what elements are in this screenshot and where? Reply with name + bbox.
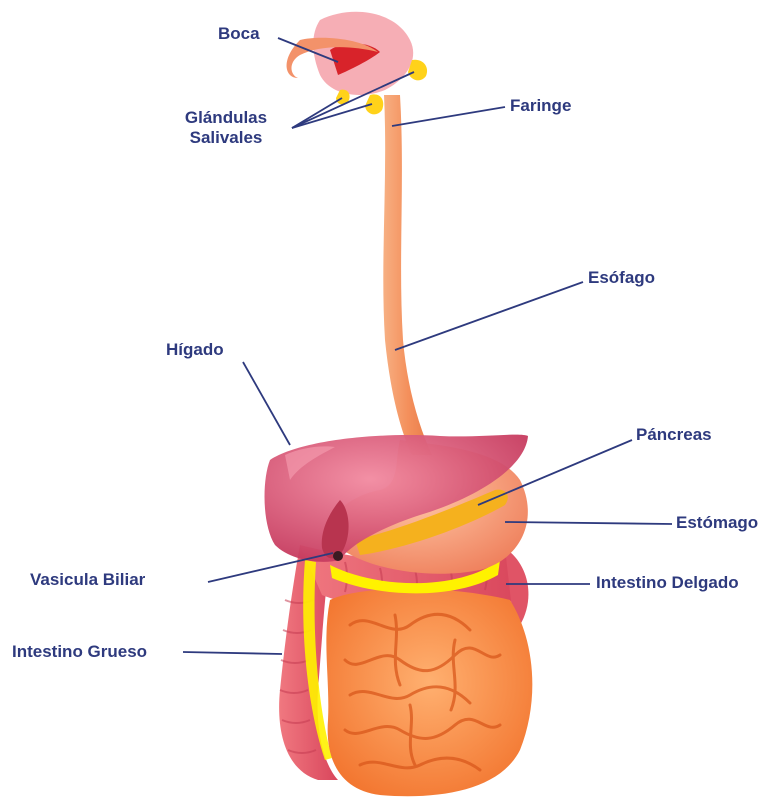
leader-faringe — [392, 107, 505, 126]
label-intestino-grueso: Intestino Grueso — [12, 642, 147, 662]
leader-glandulas-2 — [292, 104, 372, 128]
leader-glandulas-1 — [292, 98, 342, 128]
label-intestino-delgado: Intestino Delgado — [596, 573, 739, 593]
label-higado: Hígado — [166, 340, 224, 360]
label-estomago: Estómago — [676, 513, 758, 533]
leader-intestino-grueso — [183, 652, 282, 654]
label-esofago: Esófago — [588, 268, 655, 288]
label-boca: Boca — [218, 24, 260, 44]
small-intestine-shape — [326, 589, 532, 796]
leader-esofago — [395, 282, 583, 350]
label-glandulas-salivales: Glándulas Salivales — [170, 108, 282, 148]
label-vesicula-biliar: Vasicula Biliar — [30, 570, 145, 590]
mouth-shape — [287, 12, 414, 95]
label-glandulas-line1: Glándulas — [170, 108, 282, 128]
esophagus-shape — [383, 95, 432, 455]
label-glandulas-line2: Salivales — [170, 128, 282, 148]
leader-estomago — [505, 522, 672, 524]
label-pancreas: Páncreas — [636, 425, 712, 445]
label-faringe: Faringe — [510, 96, 571, 116]
leader-higado — [243, 362, 290, 445]
